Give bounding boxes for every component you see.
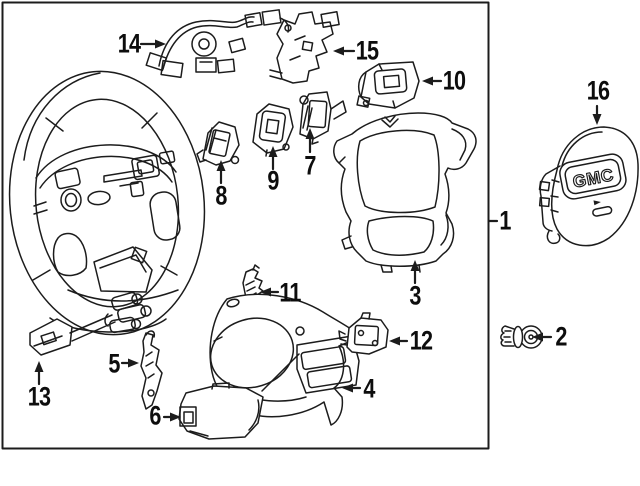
callout-arrow-16 [592, 104, 602, 125]
callout-arrow-9 [268, 146, 278, 171]
steering-wheel-drawing [8, 70, 206, 336]
callout-arrow-3 [410, 260, 420, 285]
trim-blade-5-drawing [140, 330, 163, 410]
callout-label-13: 13 [27, 381, 51, 412]
callout-arrow-13 [34, 361, 44, 386]
callout-label-3: 3 [409, 280, 421, 311]
callout-arrow-7 [305, 128, 315, 154]
switch-10-drawing [356, 61, 420, 109]
callout-arrow-10 [422, 76, 443, 86]
callout-label-8: 8 [215, 180, 227, 211]
callout-label-5: 5 [108, 348, 120, 379]
callout-label-2: 2 [555, 321, 567, 352]
callout-arrow-14 [139, 39, 166, 49]
callout-arrow-5 [120, 358, 139, 368]
callout-label-14: 14 [117, 28, 141, 59]
horn-pad-3-drawing [333, 112, 477, 273]
diagram-frame [1, 1, 490, 450]
callout-arrows [34, 39, 602, 422]
switch-12-drawing [338, 312, 389, 355]
callout-label-7: 7 [304, 150, 316, 181]
bracket-15-drawing [269, 10, 340, 84]
harness-13-drawing [29, 291, 152, 356]
switch-housing-6-drawing [178, 382, 264, 440]
callout-label-15: 15 [355, 35, 379, 66]
switch-8-drawing [196, 121, 240, 166]
callout-label-1: 1 [499, 205, 511, 236]
callout-arrow-15 [333, 46, 356, 56]
callout-arrow-4 [342, 383, 362, 393]
callout-label-12: 12 [409, 325, 433, 356]
callout-label-11: 11 [279, 277, 301, 308]
harness-14-drawing [145, 9, 290, 79]
callout-arrow-6 [162, 412, 181, 422]
airbag-module-16-drawing: GMC [538, 126, 639, 247]
callout-label-6: 6 [149, 400, 161, 431]
callout-label-9: 9 [267, 165, 279, 196]
callout-label-10: 10 [442, 65, 466, 96]
callout-label-4: 4 [363, 373, 375, 404]
switch-9-drawing [252, 103, 294, 157]
callout-arrow-8 [216, 160, 226, 185]
callout-arrow-12 [389, 336, 409, 346]
callout-arrow-11 [260, 287, 280, 297]
switch-7-drawing [299, 91, 347, 145]
gmc-emblem: GMC [559, 153, 627, 217]
callout-arrow-2 [532, 332, 553, 342]
callout-label-16: 16 [586, 75, 610, 106]
